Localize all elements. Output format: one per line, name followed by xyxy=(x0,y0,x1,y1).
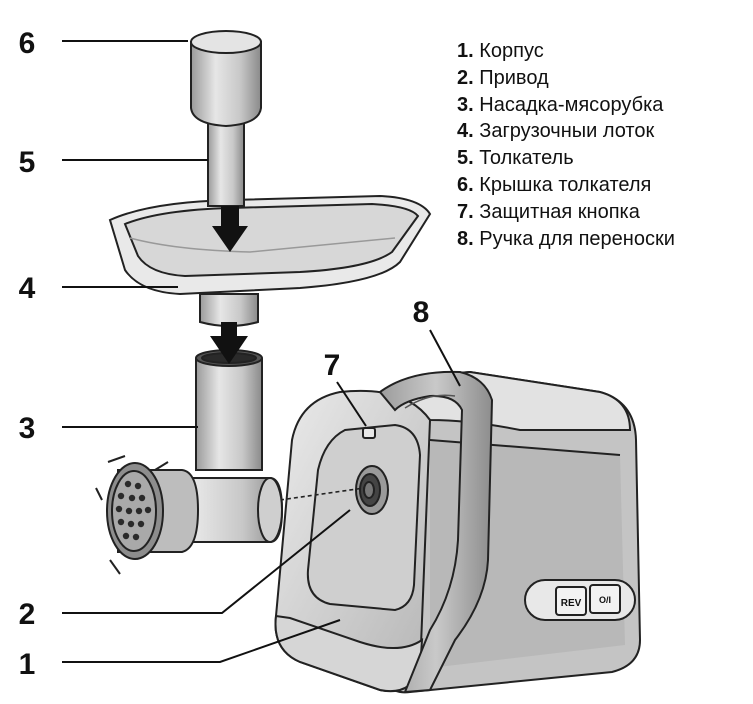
legend-number: 3. xyxy=(457,93,474,116)
parts-legend: 1. Корпус 2. Привод 3. Насадка-мясорубка… xyxy=(457,38,675,252)
pusher-cap xyxy=(190,30,262,128)
grinder-plate-holes xyxy=(115,480,152,541)
callout-4: 4 xyxy=(19,272,36,305)
callout-2: 2 xyxy=(19,598,36,631)
arrow-down-icon xyxy=(212,206,248,252)
arrow-down-icon xyxy=(210,322,248,364)
insert-arrows xyxy=(210,206,248,364)
legend-item: 7. Защитная кнопка xyxy=(457,199,675,226)
legend-number: 7. xyxy=(457,200,474,223)
feed-tray xyxy=(108,194,432,327)
legend-item: 6. Крышка толкателя xyxy=(457,172,675,199)
legend-label: Насадка-мясорубка xyxy=(479,93,664,116)
pusher xyxy=(207,119,245,207)
callout-8: 8 xyxy=(413,296,430,329)
legend-item: 2. Привод xyxy=(457,65,675,92)
legend-label: Толкатель xyxy=(479,147,574,170)
legend-item: 4. Загрузочныи лоток xyxy=(457,118,675,145)
legend-label: Корпус xyxy=(479,40,544,62)
grinder-attachment xyxy=(95,349,284,575)
callout-7: 7 xyxy=(324,349,341,382)
callout-3: 3 xyxy=(19,412,36,445)
drive-socket xyxy=(355,465,389,515)
legend-item: 1. Корпус xyxy=(457,38,675,65)
callout-1: 1 xyxy=(19,648,36,681)
legend-number: 4. xyxy=(457,120,474,143)
legend-item: 5. Толкатель xyxy=(457,145,675,172)
legend-item: 8. Ручка для переноски xyxy=(457,226,675,253)
power-button-label: O/I xyxy=(599,595,611,605)
legend-number: 5. xyxy=(457,147,474,170)
carry-handle xyxy=(378,370,494,694)
legend-label: Защитная кнопка xyxy=(479,200,640,223)
legend-label: Ручка для переноски xyxy=(479,227,675,250)
legend-number: 2. xyxy=(457,66,474,89)
legend-item: 3. Насадка-мясорубка xyxy=(457,92,675,119)
rev-button-label: REV xyxy=(561,598,582,609)
legend-label: Загрузочныи лоток xyxy=(479,120,655,143)
legend-number: 8. xyxy=(457,227,474,250)
callout-6: 6 xyxy=(19,27,36,60)
legend-label: Привод xyxy=(479,66,549,89)
legend-number: 6. xyxy=(457,173,474,196)
safety-button xyxy=(362,427,376,439)
legend-number: 1. xyxy=(457,40,474,62)
legend-label: Крышка толкателя xyxy=(479,173,652,196)
callout-5: 5 xyxy=(19,146,36,179)
leader-lines xyxy=(62,40,461,663)
control-buttons xyxy=(555,584,621,616)
alignment-dashed-line xyxy=(279,487,365,501)
